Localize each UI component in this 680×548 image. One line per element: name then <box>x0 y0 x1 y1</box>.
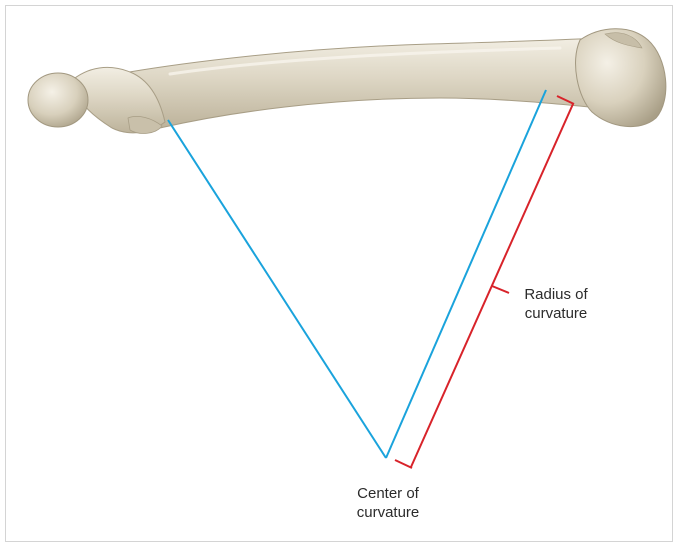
femur-bone-illustration <box>28 29 666 134</box>
radius-label-line1: Radius of <box>510 285 602 304</box>
radius-line-left <box>168 120 386 458</box>
femur-shaft <box>95 38 620 128</box>
radius-bracket-bottom-cap <box>395 460 412 468</box>
femoral-head <box>28 73 88 127</box>
radius-bracket <box>395 96 574 468</box>
radius-bracket-tick <box>492 286 509 293</box>
radius-of-curvature-label: Radius of curvature <box>510 285 602 323</box>
center-label-line1: Center of <box>343 484 433 503</box>
radius-label-line2: curvature <box>510 304 602 323</box>
radius-line-right <box>386 90 546 458</box>
center-of-curvature-label: Center of curvature <box>343 484 433 522</box>
center-label-line2: curvature <box>343 503 433 522</box>
